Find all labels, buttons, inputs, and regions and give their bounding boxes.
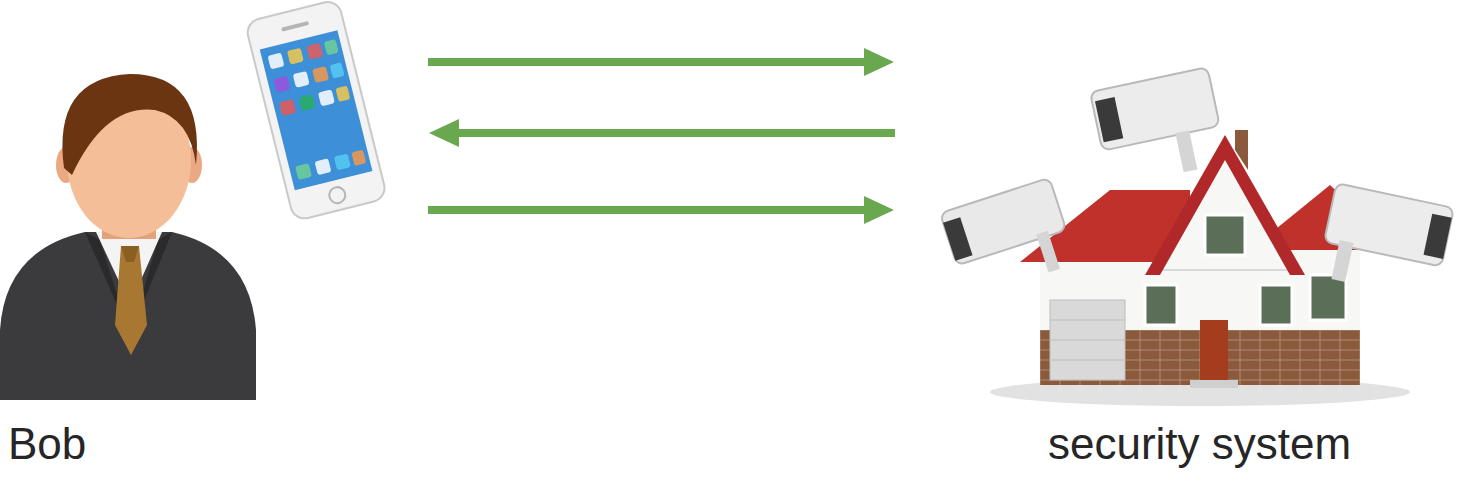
house-illustration bbox=[990, 130, 1410, 406]
figure-node: Bob bbox=[0, 0, 428, 501]
flow-arrow bbox=[428, 206, 865, 214]
camera-icon bbox=[1090, 67, 1228, 188]
phone-icon bbox=[245, 0, 388, 221]
figure-label: security system bbox=[1048, 418, 1351, 471]
flow-arrow bbox=[428, 58, 865, 66]
flow-arrow bbox=[458, 129, 895, 137]
camera-icon bbox=[1317, 183, 1454, 301]
figure-label: Bob bbox=[8, 418, 86, 471]
camera-icon bbox=[940, 178, 1077, 299]
person-icon bbox=[0, 74, 256, 400]
figure-node: security system bbox=[895, 0, 1463, 501]
